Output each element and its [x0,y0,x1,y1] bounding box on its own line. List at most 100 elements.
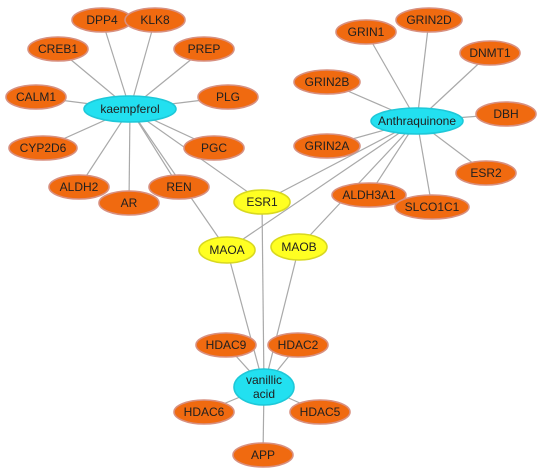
node-pgc[interactable]: PGC [183,135,245,161]
node-label-esr2: ESR2 [470,166,502,180]
node-ellipse-dnmt1 [459,40,521,66]
node-ellipse-hdac9 [195,332,257,358]
node-grin2b[interactable]: GRIN2B [293,69,361,95]
node-label-grin2b: GRIN2B [305,75,350,89]
node-grin2a[interactable]: GRIN2A [293,133,361,159]
node-label-creb1: CREB1 [38,42,78,56]
node-ellipse-app [232,442,294,468]
node-label-plg: PLG [216,90,240,104]
node-klk8[interactable]: KLK8 [124,7,186,33]
node-label-dbh: DBH [493,107,518,121]
node-label-calm1: CALM1 [16,90,56,104]
node-ellipse-calm1 [5,84,67,110]
node-plg[interactable]: PLG [197,84,259,110]
node-hdac5[interactable]: HDAC5 [289,399,351,425]
node-dpp4[interactable]: DPP4 [71,7,133,33]
node-label-dnmt1: DNMT1 [469,46,511,60]
node-label-pgc: PGC [201,141,227,155]
node-ellipse-plg [197,84,259,110]
node-slco1c1[interactable]: SLCO1C1 [394,194,470,220]
node-maoa[interactable]: MAOA [198,236,256,264]
node-esr2[interactable]: ESR2 [455,160,517,186]
edge-anthraquinone-grin2d [416,19,430,122]
node-maob[interactable]: MAOB [270,233,328,261]
node-ellipse-hdac5 [289,399,351,425]
node-ren[interactable]: REN [148,174,210,200]
node-ellipse-slco1c1 [394,194,470,220]
edge-kaempferol-dpp4 [101,19,131,110]
node-label-ren: REN [166,180,191,194]
edge-anthraquinone-maoa [226,120,418,251]
edge-anthraquinone-grin1 [365,31,418,122]
node-ellipse-aldh3a1 [331,182,407,208]
node-label-grin2d: GRIN2D [406,13,452,27]
node-ellipse-maob [270,233,328,261]
node-hdac9[interactable]: HDAC9 [195,332,257,358]
node-label-hdac9: HDAC9 [206,338,247,352]
node-anthraquinone[interactable]: Anthraquinone [370,107,464,135]
node-label-grin1: GRIN1 [348,25,385,39]
node-label-anthraquinone: Anthraquinone [378,114,456,128]
node-label-prep: PREP [188,42,221,56]
node-dbh[interactable]: DBH [475,101,537,127]
node-label-aldh2: ALDH2 [60,180,99,194]
node-creb1[interactable]: CREB1 [27,36,89,62]
node-ellipse-esr1 [233,189,291,215]
node-hdac6[interactable]: HDAC6 [173,399,235,425]
node-app[interactable]: APP [232,442,294,468]
edge-vanillic-maoa [226,249,265,388]
node-ellipse-grin2d [395,7,463,33]
node-label-maob: MAOB [281,240,316,254]
node-label-grin2a: GRIN2A [305,139,350,153]
edge-vanillic-esr1 [261,201,265,388]
node-label-slco1c1: SLCO1C1 [405,200,460,214]
node-ellipse-grin1 [335,19,397,45]
node-grin2d[interactable]: GRIN2D [395,7,463,33]
node-ellipse-hdac6 [173,399,235,425]
node-cyp2d6[interactable]: CYP2D6 [8,135,78,161]
node-ellipse-hdac2 [267,332,329,358]
node-esr1[interactable]: ESR1 [233,189,291,215]
node-label-hdac5: HDAC5 [300,405,341,419]
node-label-maoa: MAOA [209,243,244,257]
node-label-aldh3a1: ALDH3A1 [342,188,396,202]
node-kaempferol[interactable]: kaempferol [83,95,177,123]
node-ellipse-pgc [183,135,245,161]
node-ar[interactable]: AR [98,190,160,216]
node-ellipse-esr2 [455,160,517,186]
node-ellipse-prep [173,36,235,62]
node-ellipse-klk8 [124,7,186,33]
node-prep[interactable]: PREP [173,36,235,62]
node-label-app: APP [251,448,275,462]
node-label-ar: AR [121,196,138,210]
node-ellipse-grin2a [293,133,361,159]
edge-anthraquinone-slco1c1 [416,120,433,208]
node-calm1[interactable]: CALM1 [5,84,67,110]
edge-vanillic-maob [263,246,300,388]
node-grin1[interactable]: GRIN1 [335,19,397,45]
node-label-esr1: ESR1 [246,195,278,209]
node-ellipse-anthraquinone [370,107,464,135]
edge-kaempferol-ar [128,108,131,204]
node-ellipse-vanillic [233,368,295,406]
node-ellipse-cyp2d6 [8,135,78,161]
node-label-kaempferol: kaempferol [100,102,159,116]
node-hdac2[interactable]: HDAC2 [267,332,329,358]
node-ellipse-kaempferol [83,95,177,123]
node-label-klk8: KLK8 [140,13,170,27]
node-aldh3a1[interactable]: ALDH3A1 [331,182,407,208]
node-label-hdac6: HDAC6 [184,405,225,419]
node-ellipse-maoa [198,236,256,264]
node-ellipse-ren [148,174,210,200]
node-aldh2[interactable]: ALDH2 [48,174,110,200]
node-label-cyp2d6: CYP2D6 [20,141,67,155]
node-ellipse-grin2b [293,69,361,95]
node-ellipse-dbh [475,101,537,127]
node-label-hdac2: HDAC2 [278,338,319,352]
edge-anthraquinone-esr1 [261,120,418,203]
node-dnmt1[interactable]: DNMT1 [459,40,521,66]
